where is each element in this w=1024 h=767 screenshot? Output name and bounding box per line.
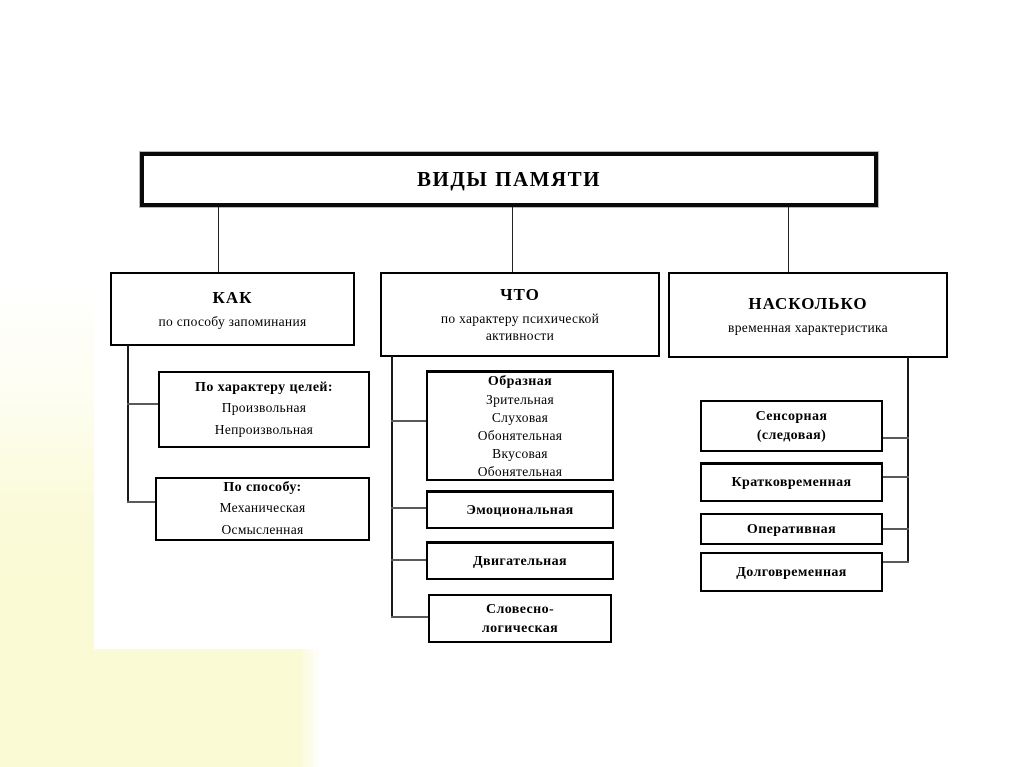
leaf-node-method: По способу: Механическая Осмысленная xyxy=(155,477,370,541)
leaf-heading: Долговременная xyxy=(736,564,847,580)
diagram-title: ВИДЫ ПАМЯТИ xyxy=(417,167,601,191)
leaf-node-goals: По характеру целей: Произвольная Непроиз… xyxy=(158,371,370,448)
leaf-heading: Оперативная xyxy=(746,521,837,537)
leaf-heading: Кратковременная xyxy=(731,475,852,490)
leaf-line: Обонятельная xyxy=(477,463,563,479)
branch-heading: ЧТО xyxy=(500,285,540,304)
leaf-heading: По способу: xyxy=(223,479,302,495)
leaf-line: Зрительная xyxy=(486,391,554,407)
leaf-heading-line2: логическая xyxy=(481,620,559,636)
connector-title-kak xyxy=(218,207,219,272)
leaf-line: Осмысленная xyxy=(221,521,304,537)
connector-naskolko-child-4 xyxy=(883,561,909,563)
branch-subtitle: по способу запоминания xyxy=(158,314,307,329)
leaf-heading: Эмоциональная xyxy=(466,502,574,518)
leaf-node-sensory: Сенсорная (следовая) xyxy=(700,400,883,452)
branch-node-kak: КАК по способу запоминания xyxy=(110,272,355,346)
leaf-line: Слуховая xyxy=(491,409,549,425)
background-yellow-block xyxy=(0,649,321,767)
connector-kak-child-2 xyxy=(127,501,155,503)
leaf-heading: Двигательная xyxy=(472,553,568,569)
leaf-heading: Сенсорная xyxy=(755,409,828,424)
connector-title-naskolko xyxy=(788,207,789,272)
branch-subtitle: временная характеристика xyxy=(728,320,888,335)
connector-chto-trunk xyxy=(391,356,393,618)
connector-chto-child-3 xyxy=(391,559,426,561)
leaf-node-operative: Оперативная xyxy=(700,513,883,545)
connector-chto-child-4 xyxy=(391,616,428,618)
connector-kak-trunk xyxy=(127,345,129,503)
leaf-node-verbal-logical: Словесно- логическая xyxy=(428,594,612,643)
branch-node-naskolko: НАСКОЛЬКО временная характеристика xyxy=(668,272,948,358)
leaf-line: Обонятельная xyxy=(477,427,563,443)
connector-naskolko-child-3 xyxy=(883,528,909,530)
leaf-node-motor: Двигательная xyxy=(426,541,614,580)
leaf-line: Произвольная xyxy=(221,400,307,415)
leaf-line: Механическая xyxy=(219,499,306,515)
leaf-node-long-term: Долговременная xyxy=(700,552,883,592)
connector-title-chto xyxy=(512,207,513,272)
leaf-heading: Образная xyxy=(487,373,553,389)
connector-naskolko-trunk xyxy=(907,357,909,563)
leaf-heading-line2: (следовая) xyxy=(756,428,827,443)
leaf-heading: Словесно- xyxy=(485,601,555,617)
branch-node-chto: ЧТО по характеру психической активности xyxy=(380,272,660,357)
leaf-heading: По характеру целей: xyxy=(195,380,333,395)
branch-heading: НАСКОЛЬКО xyxy=(748,294,868,313)
connector-chto-child-2 xyxy=(391,507,426,509)
leaf-node-obraznaya: Образная Зрительная Слуховая Обонятельна… xyxy=(426,370,614,481)
connector-naskolko-child-2 xyxy=(883,476,909,478)
connector-naskolko-child-1 xyxy=(883,437,909,439)
leaf-line: Вкусовая xyxy=(492,445,548,461)
connector-chto-child-1 xyxy=(391,420,426,422)
branch-heading: КАК xyxy=(212,288,253,307)
leaf-line: Непроизвольная xyxy=(214,422,314,437)
branch-subtitle: по характеру психической активности xyxy=(440,311,600,343)
diagram-root-node: ВИДЫ ПАМЯТИ xyxy=(140,152,878,207)
connector-kak-child-1 xyxy=(127,403,158,405)
leaf-node-short-term: Кратковременная xyxy=(700,462,883,502)
leaf-node-emotional: Эмоциональная xyxy=(426,490,614,529)
